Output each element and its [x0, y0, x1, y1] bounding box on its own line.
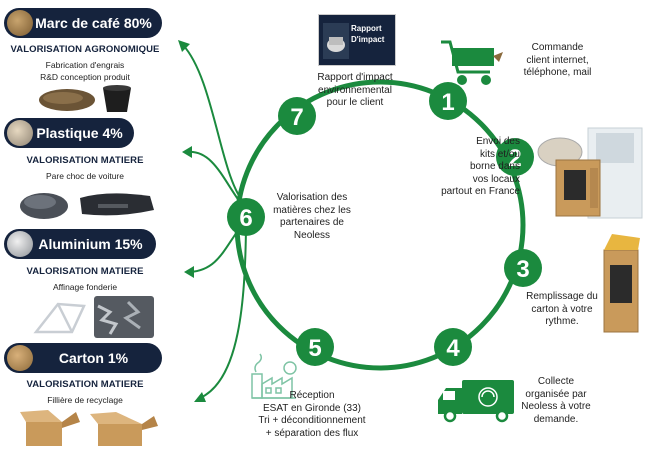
step-number-5: 5	[308, 335, 321, 362]
step-text-line: vos locaux	[472, 173, 520, 185]
step-text-1: Commande client internet, téléphone, mai…	[500, 42, 615, 80]
step-text-line: Réception	[289, 390, 335, 401]
section-pill-plastic: Plastique 4%	[4, 118, 134, 148]
section-pill-carton: Carton 1%	[4, 343, 162, 373]
step-text-line: Neoless à votre	[521, 401, 591, 412]
section-title: Marc de café 80%	[35, 15, 152, 31]
section-detail: Affinage fonderie	[52, 282, 118, 292]
cursor-icon	[493, 52, 503, 62]
step-text-line: partenaires de	[280, 217, 344, 228]
section-category: VALORISATION AGRONOMIQUE	[10, 44, 160, 55]
cardboard-icon	[7, 345, 33, 371]
aluminium-products-illustration	[33, 296, 154, 338]
section-detail: Fabrication d'engrais	[45, 60, 125, 70]
report-thumbnail-line: D'impact	[351, 35, 385, 44]
shopping-cart-icon	[441, 40, 494, 85]
step-badge-6	[227, 198, 265, 236]
coffee-products-illustration	[39, 85, 131, 112]
step-text-line: demande.	[533, 413, 579, 425]
arrow-heads	[178, 40, 206, 402]
step-text-line: carton à votre	[531, 303, 593, 315]
step-text-6: Valorisation des matières chez les parte…	[262, 192, 362, 242]
section-title: Carton 1%	[58, 350, 129, 366]
step-text-line: organisée par	[525, 388, 587, 400]
coffee-grounds-icon	[7, 10, 33, 36]
factory-icon	[251, 353, 297, 399]
step-number-6: 6	[239, 205, 252, 232]
step-number-4: 4	[446, 335, 460, 362]
step-text-line: Rapport d'impact	[317, 72, 393, 83]
section-detail: Pare choc de voiture	[46, 171, 124, 181]
section-title: Plastique 4%	[36, 125, 123, 141]
cardboard-boxes-illustration	[20, 410, 158, 446]
step-text-line: borne dans	[469, 161, 520, 172]
delivery-truck-icon	[438, 380, 514, 423]
step-text-line: ESAT en Gironde (33)	[262, 402, 361, 414]
collection-bin-illustration	[603, 234, 640, 333]
step-text-line: Collecte	[537, 376, 575, 387]
step-number-3: 3	[516, 256, 529, 283]
arrow-to-carton	[199, 227, 247, 399]
plastic-products-illustration	[20, 193, 154, 219]
section-detail: R&D conception produit	[40, 72, 130, 82]
step-text-line: client internet,	[526, 54, 589, 66]
step-text-line: + séparation des flux	[265, 427, 359, 439]
step-text-3: Remplissage du carton à votre rythme.	[512, 291, 612, 329]
step-text-line: matières chez les	[273, 204, 351, 216]
step-number-7: 7	[290, 104, 303, 131]
step-text-line: environnemental	[318, 84, 392, 96]
step-badge-1	[429, 82, 467, 120]
arrow-to-coffee	[182, 44, 247, 206]
impact-report-thumbnail: Rapport D'impact	[318, 14, 396, 66]
section-pill-aluminium: Aluminium 15%	[4, 229, 156, 259]
section-detail: Fillière de recyclage	[47, 395, 123, 405]
step-text-5: Réception ESAT en Gironde (33) Tri + déc…	[232, 390, 392, 440]
step-text-line: Tri + déconditionnement	[258, 415, 366, 426]
step-text-7: Rapport d'impact environnemental pour le…	[300, 72, 410, 110]
step-number-2: 2	[508, 145, 521, 172]
report-thumbnail-line: Rapport	[351, 24, 382, 33]
step-badge-5	[296, 328, 334, 366]
step-text-line: partout en France	[441, 186, 520, 197]
section-category: VALORISATION MATIERE	[26, 266, 144, 277]
aluminium-scrap-icon	[7, 231, 33, 257]
report-photo-icon	[323, 23, 349, 59]
section-title: Aluminium 15%	[38, 236, 143, 252]
section-pill-coffee: Marc de café 80%	[4, 8, 162, 38]
step-text-line: Remplissage du	[526, 291, 598, 302]
step-text-4: Collecte organisée par Neoless à votre d…	[508, 376, 604, 426]
step-text-line: Neoless	[293, 229, 331, 241]
plastic-pellets-icon	[7, 120, 33, 146]
step-text-line: pour le client	[326, 97, 384, 108]
step-text-line: kits et/ou	[479, 148, 520, 160]
step-text-line: Valorisation des	[276, 192, 348, 203]
step-text-line: Commande	[531, 42, 584, 53]
kit-boxes-illustration	[537, 127, 643, 219]
step-text-line: Envoi des	[476, 136, 520, 147]
step-badge-7	[278, 97, 316, 135]
step-badge-3	[504, 249, 542, 287]
section-category: VALORISATION MATIERE	[26, 155, 144, 166]
step-text-line: téléphone, mail	[523, 67, 592, 78]
step-text-line: rythme.	[545, 316, 579, 327]
step-number-1: 1	[441, 89, 454, 116]
step-text-2: Envoi des kits et/ou borne dans vos loca…	[420, 136, 520, 199]
step-badges	[227, 82, 542, 366]
section-category: VALORISATION MATIERE	[26, 379, 144, 390]
step-badge-4	[434, 328, 472, 366]
step-badge-2	[496, 138, 534, 176]
